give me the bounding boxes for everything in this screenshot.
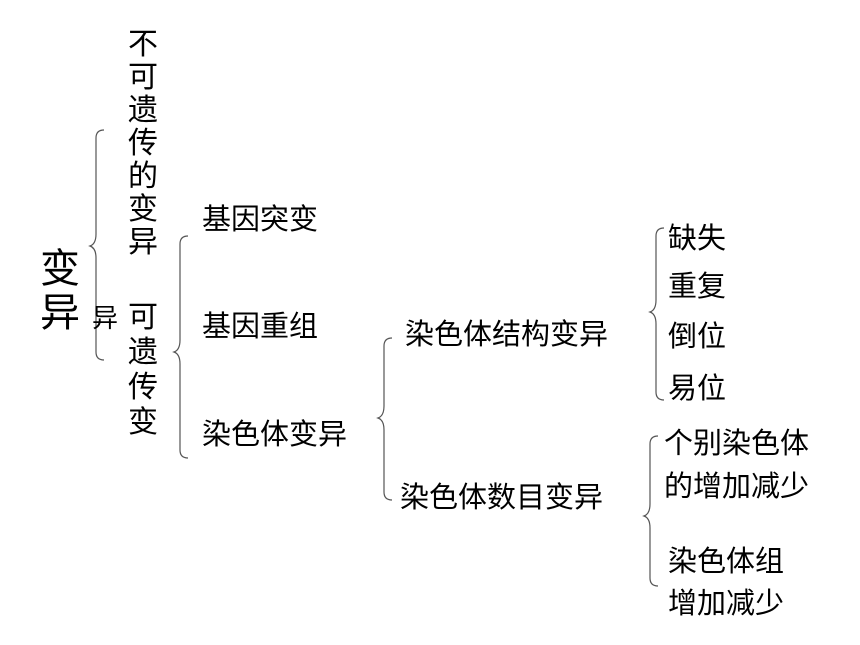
non-heritable-variation-label-char-4: 传 [128,126,158,161]
chromosome-set-change-line1: 染色体组 [668,544,785,578]
root-label-char-2: 异 [40,290,80,336]
duplication: 重复 [668,269,727,303]
non-heritable-variation-label-char-6: 变 [128,192,158,227]
chromosome-set-change-line2: 增加减少 [668,586,785,620]
heritable-variation-label-char-2: 遗 [128,335,158,370]
individual-chromosome-change-line2: 的增加减少 [664,469,810,503]
non-heritable-variation-label-char-3: 遗 [128,93,158,128]
heritable-variation-label-char-3: 传 [128,370,158,405]
number-brace [642,435,659,587]
chromosome-structural-variation: 染色体结构变异 [405,317,609,351]
translocation: 易位 [668,371,727,405]
heritable-brace [172,235,189,459]
non-heritable-variation-label-char-7: 异 [128,225,158,260]
non-heritable-variation-label: 不可遗传的变异 [128,28,162,259]
root-label: 变 异 [40,247,84,335]
heritable-variation-label: 可遗传变 [128,300,162,440]
chromosome-number-variation: 染色体数目变异 [400,480,604,514]
non-heritable-variation-label-char-5: 的 [128,159,158,194]
heritable-variation-suffix: 异 [92,304,119,334]
heritable-variation-label-char-4: 变 [128,405,158,440]
deletion: 缺失 [668,221,727,255]
non-heritable-variation-label-char-2: 可 [128,60,158,95]
chromosome-variation: 染色体变异 [202,417,348,451]
gene-mutation: 基因突变 [202,202,319,236]
structural-brace [648,227,665,401]
inversion: 倒位 [668,319,727,353]
individual-chromosome-change-line1: 个别染色体 [664,426,810,460]
heritable-variation-label-char-1: 可 [128,300,158,335]
gene-recombination: 基因重组 [202,309,319,343]
chromosome-brace [376,337,393,501]
root-label-char-1: 变 [40,246,80,292]
non-heritable-variation-label-char-1: 不 [128,27,158,62]
